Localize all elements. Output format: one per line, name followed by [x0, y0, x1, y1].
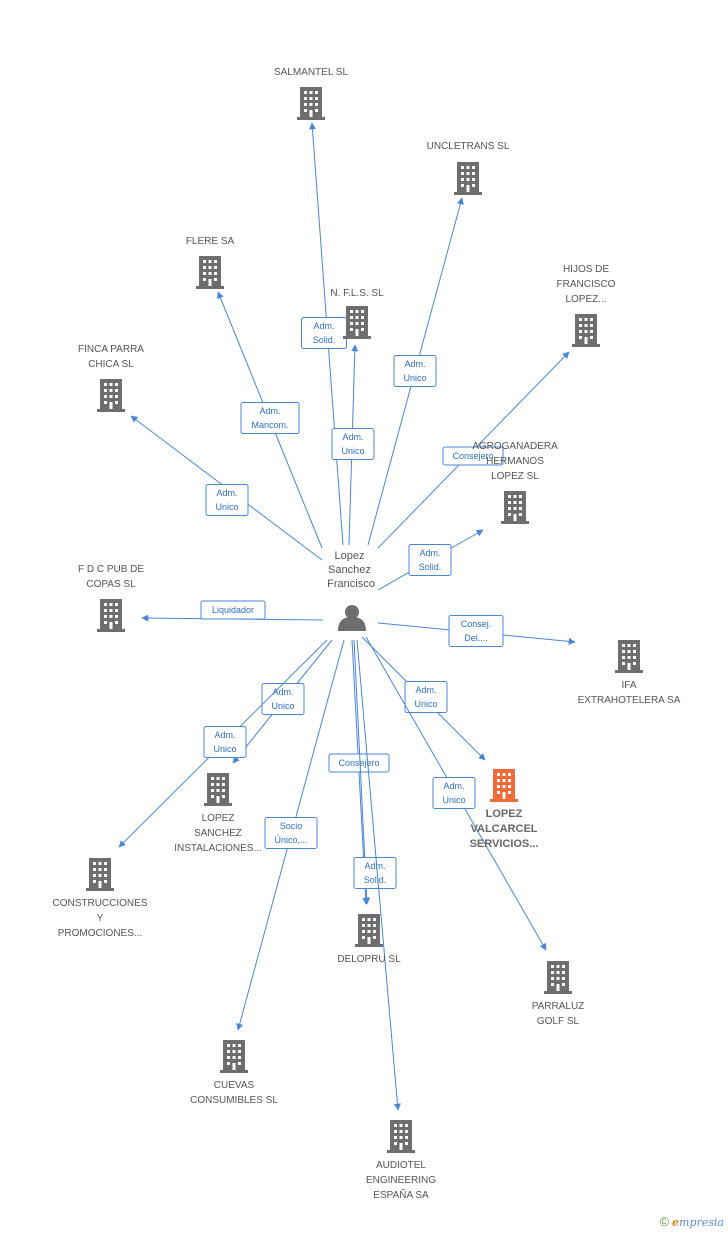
company-node-salmantel[interactable]: SALMANTEL SL	[274, 67, 349, 120]
building-icon	[454, 162, 482, 195]
building-icon	[97, 379, 125, 412]
building-icon	[387, 1120, 415, 1153]
company-node-nfls[interactable]: N. F.L.S. SL	[330, 288, 384, 339]
center-person-name: Lopez Sanchez Francisco	[327, 550, 375, 590]
edge-label-text: Adm.Solid.	[313, 321, 336, 345]
edge-label-text: Adm.Unico	[215, 488, 238, 512]
building-icon	[196, 256, 224, 289]
edge-label-text: Adm.Unico	[414, 685, 437, 709]
company-node-flere[interactable]: FLERE SA	[186, 236, 235, 289]
building-icon	[615, 640, 643, 673]
edge-label-salmantel[interactable]: Adm.Solid.	[301, 317, 347, 349]
edge-label-text: Adm.Unico	[442, 781, 465, 805]
building-icon	[97, 599, 125, 632]
footer-brand: ©empresia	[659, 1214, 724, 1229]
edge-label-finca[interactable]: Adm.Unico	[205, 484, 249, 516]
edge-label-text: Adm.Unico	[341, 432, 364, 456]
edge-label-nfls[interactable]: Adm.Unico	[331, 428, 375, 460]
edge-label-uncletrans[interactable]: Adm.Unico	[393, 355, 437, 387]
edge-label-text: Adm.Unico	[213, 730, 236, 754]
company-name: N. F.L.S. SL	[330, 288, 384, 299]
company-name: FLERE SA	[186, 236, 235, 247]
edge-label-text: Liquidador	[212, 605, 254, 615]
building-icon	[572, 314, 600, 347]
edge-label-text: Consejero	[338, 758, 379, 768]
building-icon	[355, 914, 383, 947]
edge-label-ifa[interactable]: Consej.Del....	[448, 615, 504, 647]
edge-label-delopru[interactable]: Adm.Solid.	[353, 857, 397, 889]
edge-label-text: Adm.Unico	[403, 359, 426, 383]
company-node-delopru[interactable]: DELOPRU SL	[337, 914, 401, 965]
brand-logo: empresia	[672, 1216, 724, 1229]
building-icon	[297, 87, 325, 120]
company-name: DELOPRU SL	[337, 954, 401, 965]
building-icon	[86, 858, 114, 891]
edge-label-fdc[interactable]: Liquidador	[200, 600, 266, 620]
edge-label-text: Consej.Del....	[461, 619, 492, 643]
building-icon	[204, 773, 232, 806]
copyright-icon: ©	[659, 1214, 670, 1229]
company-name: SALMANTEL SL	[274, 67, 349, 78]
edge-label-lvs[interactable]: Adm.Unico	[404, 681, 448, 713]
company-name: UNCLETRANS SL	[427, 141, 510, 152]
edge-label-construcciones[interactable]: Adm.Unico	[203, 726, 247, 758]
edge-label-text: Consejero	[452, 451, 493, 461]
center-person[interactable]: Lopez Sanchez Francisco	[327, 550, 375, 631]
building-icon	[490, 769, 518, 802]
edge-label-text: Adm.Mancom.	[251, 406, 288, 430]
edge-line	[356, 639, 401, 1111]
edge-audiotel	[356, 639, 401, 1111]
edge-label-agroganadera[interactable]: Adm.Solid.	[408, 544, 452, 576]
building-icon	[343, 306, 371, 339]
company-node-uncletrans[interactable]: UNCLETRANS SL	[427, 141, 510, 195]
nodes-layer: SALMANTEL SL UNCLETRANS SL FLERE SA N. F.L.…	[52, 67, 680, 1201]
edge-label-flere[interactable]: Adm.Mancom.	[240, 402, 300, 434]
building-icon	[501, 491, 529, 524]
person-icon	[338, 605, 366, 631]
building-icon	[544, 961, 572, 994]
edge-label-text: Adm.Solid.	[364, 861, 387, 885]
edge-label-text: Adm.Unico	[271, 687, 294, 711]
building-icon	[220, 1040, 248, 1073]
edge-label-hijos[interactable]: Consejero	[442, 446, 504, 466]
edge-label-delopru[interactable]: Consejero	[328, 753, 390, 773]
edge-label-parraluz[interactable]: Adm.Unico	[432, 777, 476, 809]
edge-label-text: Adm.Solid.	[419, 548, 442, 572]
